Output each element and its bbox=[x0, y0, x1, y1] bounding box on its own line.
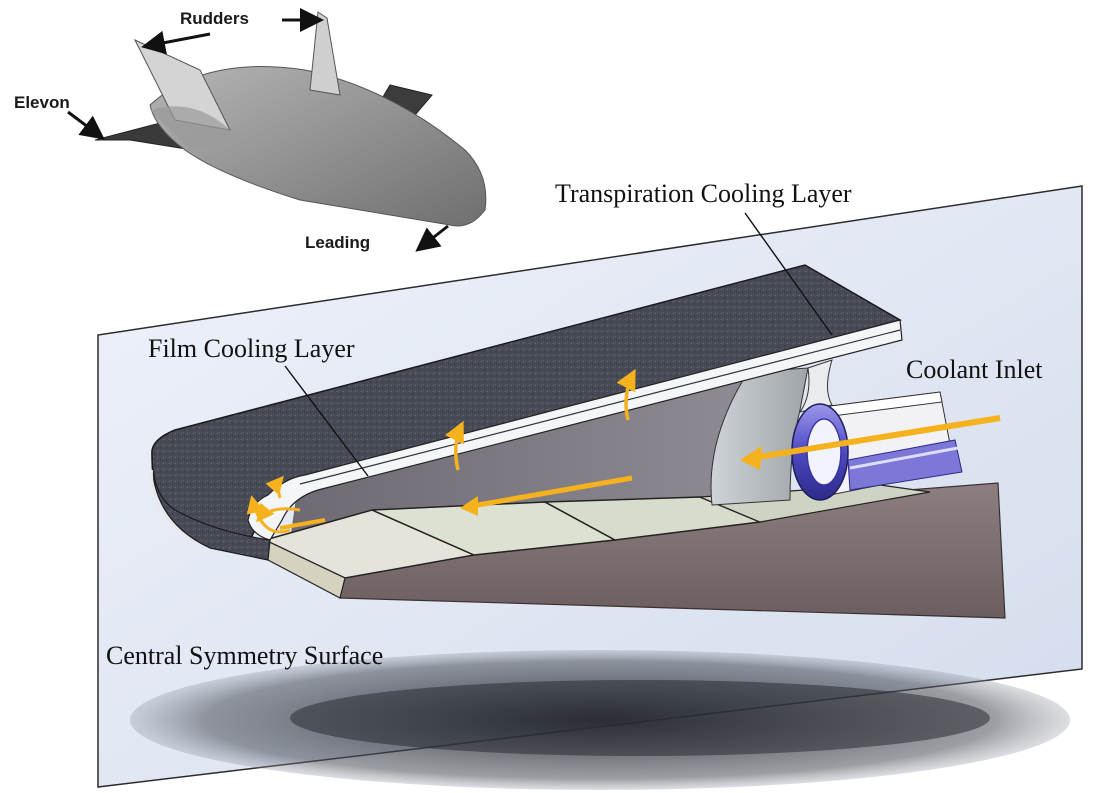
layer-divider-line bbox=[299, 329, 901, 485]
flow-arrows bbox=[246, 368, 1001, 534]
aircraft-thumbnail bbox=[94, 11, 487, 227]
inlet-flow-arrow bbox=[751, 415, 1001, 461]
model-shadow bbox=[130, 650, 1070, 790]
rudders-arrow-left bbox=[141, 30, 211, 55]
film-cooling-layer-label: Film Cooling Layer bbox=[148, 334, 355, 363]
nose-flow-arrow bbox=[279, 518, 326, 530]
coolant-inlet-tube bbox=[791, 391, 963, 501]
nose-curl-arrow-2 bbox=[246, 495, 291, 534]
transpiration-arrow-1 bbox=[445, 420, 464, 471]
inlet-neck bbox=[798, 359, 833, 413]
cavity-flow-arrowhead bbox=[460, 496, 478, 516]
leading-label: Leading bbox=[305, 233, 370, 252]
transpiration-leader-line bbox=[744, 212, 833, 336]
nose-highlight bbox=[150, 469, 206, 549]
cavity-back-wall bbox=[290, 372, 752, 540]
elevon-label: Elevon bbox=[14, 93, 70, 112]
leading-arrow bbox=[415, 224, 449, 252]
film-cooling-panels bbox=[262, 484, 931, 599]
elevon-arrow bbox=[67, 110, 105, 140]
coolant-inlet-label: Coolant Inlet bbox=[906, 355, 1043, 384]
rudders-label: Rudders bbox=[180, 9, 249, 28]
transpiration-arrow-2 bbox=[616, 368, 636, 421]
cavity-flow-arrow bbox=[471, 475, 633, 509]
central-symmetry-surface-label: Central Symmetry Surface bbox=[106, 641, 383, 670]
nose-curl-arrow-3 bbox=[265, 475, 284, 499]
film-leader-line bbox=[284, 365, 369, 477]
inlet-flow-arrowhead bbox=[740, 446, 762, 470]
transpiration-cooling-layer-label: Transpiration Cooling Layer bbox=[555, 179, 852, 208]
leading-edge-nose bbox=[151, 454, 271, 561]
